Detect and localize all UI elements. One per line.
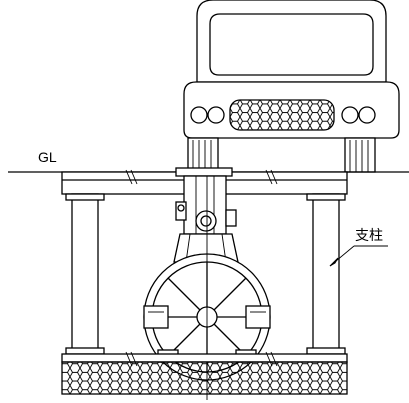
bottom-base xyxy=(61,351,348,395)
gl-label: GL xyxy=(38,149,57,165)
center-hanger xyxy=(173,167,239,263)
vehicle xyxy=(183,0,400,173)
headlight-right-1 xyxy=(341,106,359,124)
vehicle-grille xyxy=(229,99,335,131)
headlight-left-2 xyxy=(207,106,225,124)
pivot-inner xyxy=(200,215,212,227)
headlight-left-1 xyxy=(190,106,208,124)
vehicle-wheel-right xyxy=(344,137,376,173)
vehicle-windshield xyxy=(209,13,374,76)
support-column-right xyxy=(306,193,346,355)
vehicle-wheel-left xyxy=(187,137,219,173)
pivot-outer xyxy=(195,210,217,232)
support-column-label: 支柱 xyxy=(355,227,383,243)
headlight-right-2 xyxy=(358,106,376,124)
vehicle-cab xyxy=(196,0,387,83)
support-column-left xyxy=(65,193,105,355)
support-column-callout xyxy=(329,245,388,267)
